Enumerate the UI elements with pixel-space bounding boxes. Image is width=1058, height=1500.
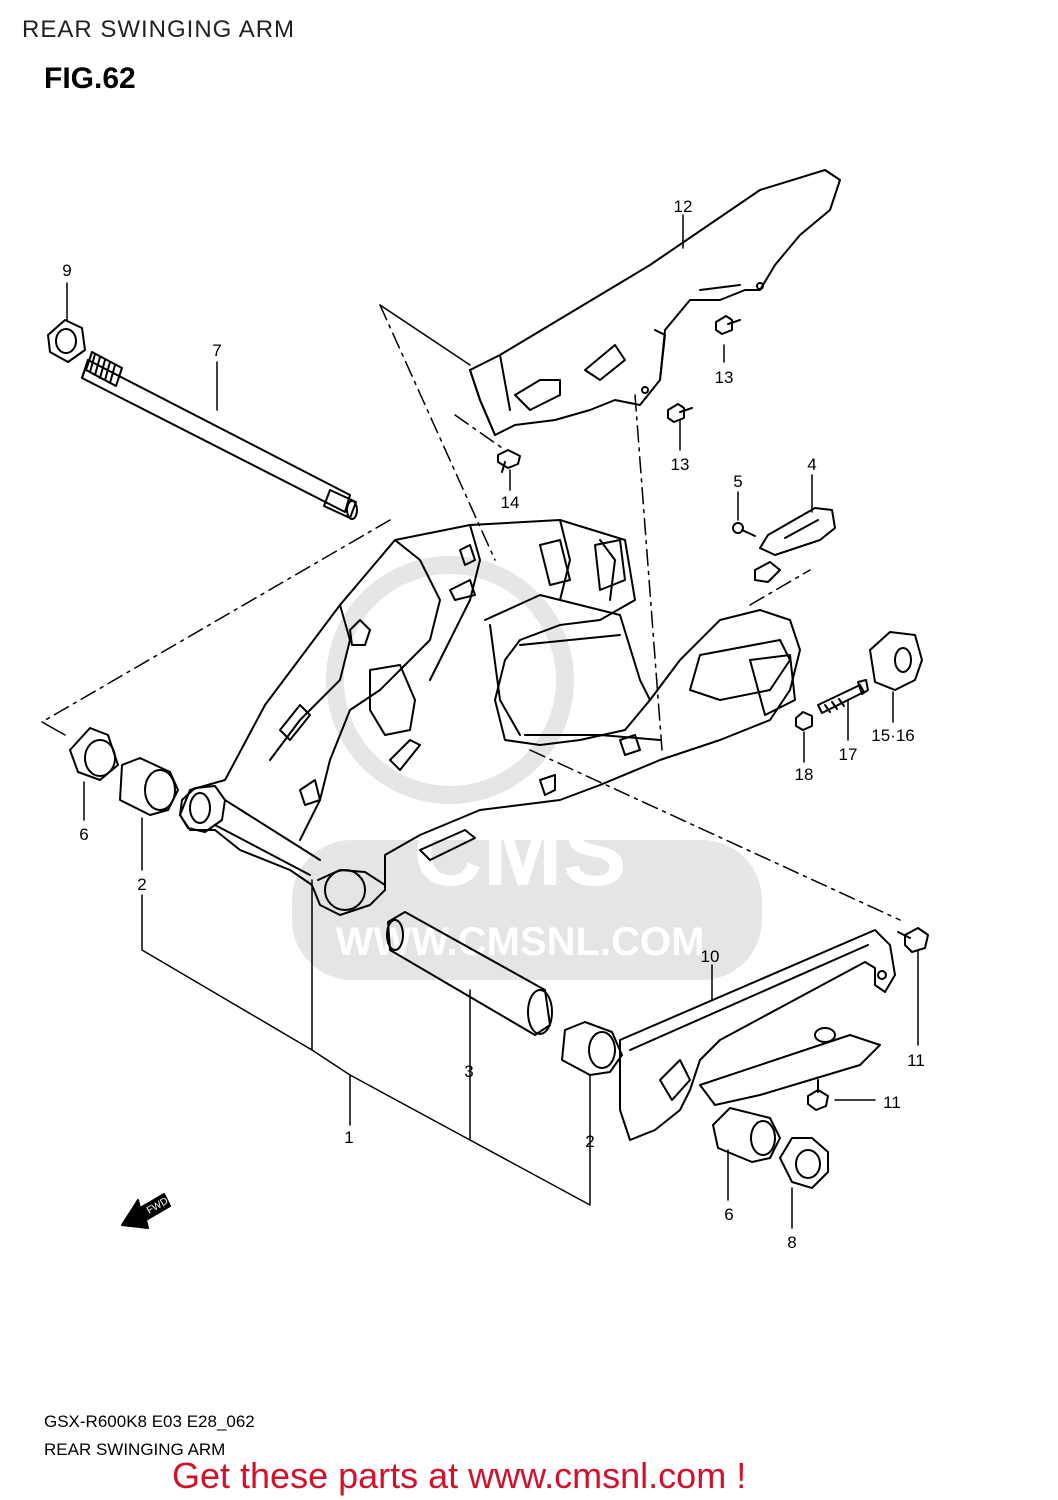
figure-label: FIG.62: [44, 62, 136, 95]
section-title: REAR SWINGING ARM: [22, 16, 296, 43]
callout-6-right: 6: [724, 1205, 733, 1224]
adjuster-nut: [795, 711, 813, 731]
callout-3: 3: [464, 1062, 473, 1081]
leader-lines: [66, 214, 919, 1229]
callout-1: 1: [344, 1128, 353, 1147]
callout-2-right: 2: [585, 1132, 594, 1151]
adjuster-bolt: [732, 522, 756, 537]
spacer-tube: [386, 911, 553, 1036]
callout-12: 12: [674, 197, 693, 216]
callout-18: 18: [795, 765, 814, 784]
dashed-guide-lines: [41, 304, 901, 921]
cmsnl-watermark: CMS WWW.CMSNL.COM: [292, 556, 762, 980]
callout-6-left: 6: [79, 825, 88, 844]
forward-direction-arrow: [121, 1193, 171, 1229]
bearing-right: [561, 1021, 623, 1076]
callout-2-left: 2: [137, 875, 146, 894]
adjuster-bolt-long: [817, 679, 869, 714]
shop-link-text[interactable]: Get these parts at www.cmsnl.com !: [172, 1455, 747, 1496]
adjuster-block: [869, 631, 923, 691]
clip: [497, 449, 521, 473]
buffer-bolt-lower: [807, 1079, 829, 1111]
callout-7: 7: [212, 341, 221, 360]
watermark-url-text: WWW.CMSNL.COM: [336, 920, 705, 964]
callout-13-lower: 13: [671, 455, 690, 474]
callout-11-lower: 11: [883, 1093, 901, 1112]
callout-10: 10: [701, 947, 720, 966]
case-bolt-upper: [715, 315, 741, 335]
callout-9: 9: [62, 261, 71, 280]
callout-8: 8: [787, 1233, 796, 1252]
callout-15-16: 15·16: [871, 726, 914, 745]
callout-13-upper: 13: [715, 368, 734, 387]
chain-case: [469, 169, 841, 436]
buffer-bolt-upper: [897, 927, 929, 953]
watermark-logo-text: CMS: [413, 799, 626, 906]
callout-17: 17: [839, 745, 858, 764]
collar-left: [69, 727, 119, 781]
callout-11-upper: 11: [907, 1051, 925, 1070]
callout-numbers: 1 2 2 3 4 5 6 6 7 8 9 10 11 11 12 13 13 …: [62, 197, 925, 1252]
callout-14: 14: [501, 493, 520, 512]
bearing-left: [119, 757, 179, 816]
pivot-nut-right: [779, 1137, 829, 1189]
collar-right: [712, 1107, 781, 1163]
chain-adjuster: [754, 507, 836, 583]
pivot-nut: [47, 319, 86, 363]
case-bolt-lower: [667, 403, 693, 423]
pivot-shaft: [81, 351, 358, 520]
callout-4: 4: [807, 455, 816, 474]
callout-5: 5: [733, 472, 742, 491]
swing-arm: [179, 519, 801, 916]
chain-buffer: [619, 929, 896, 1141]
model-code: GSX-R600K8 E03 E28_062: [44, 1412, 255, 1431]
diagram-name: REAR SWINGING ARM: [44, 1440, 226, 1459]
